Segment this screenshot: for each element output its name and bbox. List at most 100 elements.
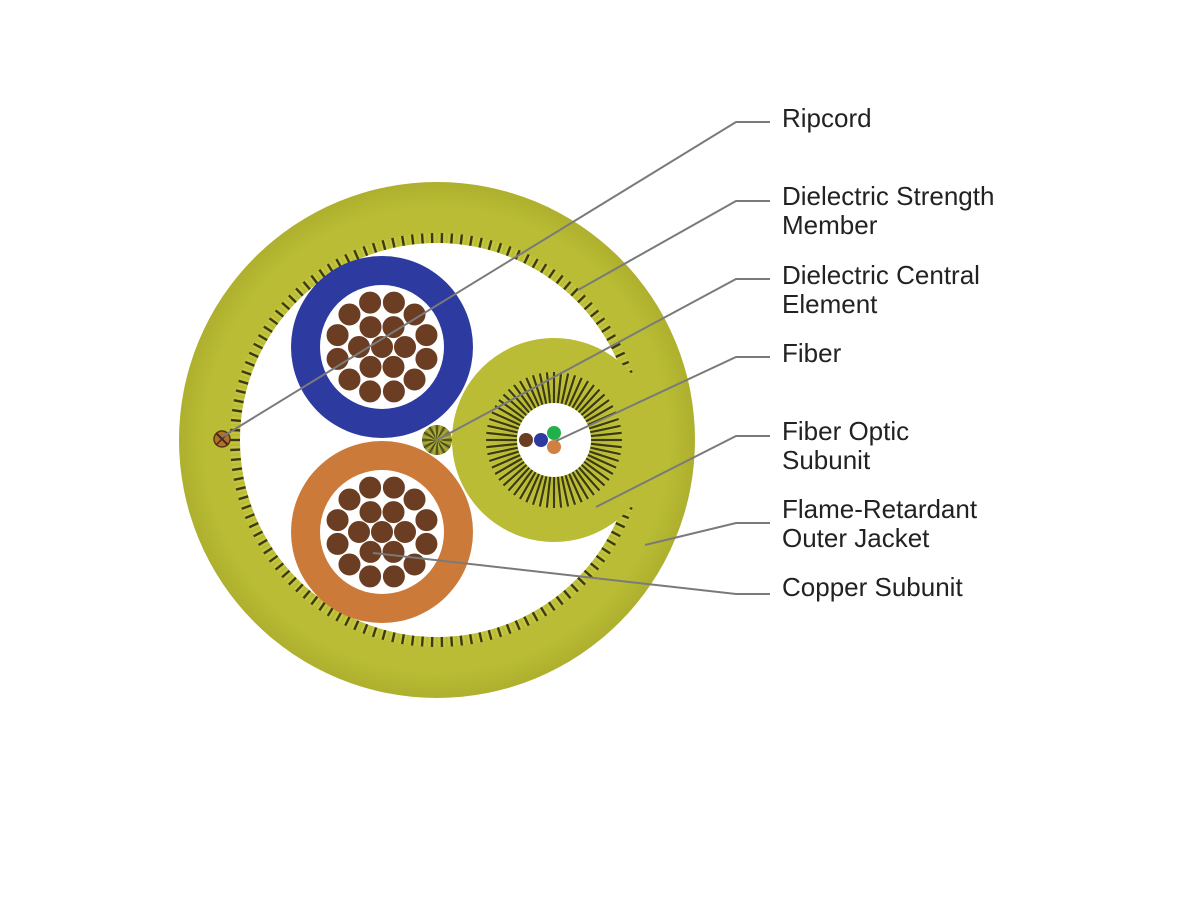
yarn-strand	[588, 450, 620, 463]
yarn-strand	[381, 629, 387, 641]
copper-strand	[370, 520, 394, 544]
yarn-strand	[239, 374, 251, 381]
yarn-strand	[613, 526, 624, 533]
yarn-strand	[255, 534, 266, 542]
yarn-strand	[233, 399, 244, 404]
yarn-strand	[486, 431, 518, 438]
yarn-strand	[556, 372, 563, 404]
yarn-strand	[362, 246, 369, 257]
yarn-strand	[514, 620, 521, 631]
yarn-strand	[598, 321, 609, 330]
copper-strand	[402, 302, 427, 327]
yarn-strand	[318, 601, 327, 612]
label-copper-subunit: Copper Subunit	[782, 573, 963, 602]
yarn-strand	[545, 476, 552, 508]
yarn-strand	[302, 281, 311, 291]
yarn-strand	[232, 471, 244, 477]
fiber-blue	[534, 433, 548, 447]
copper-strand	[414, 531, 439, 556]
yarn-strand	[573, 291, 583, 300]
yarn-strand	[586, 305, 596, 314]
yarn-strand	[464, 234, 469, 246]
copper-strands-orange	[325, 475, 439, 589]
yarn-strand	[513, 384, 534, 411]
yarn-strand	[274, 309, 285, 318]
yarn-strand	[353, 620, 360, 631]
yarn-strand	[391, 237, 396, 248]
yarn-strand	[260, 542, 271, 551]
yarn-strand	[494, 405, 523, 423]
yarn-strand	[268, 317, 279, 326]
label-strength-member: Dielectric Strength Member	[782, 182, 994, 240]
yarn-strand	[437, 428, 449, 440]
copper-strand	[414, 323, 439, 348]
copper-strand	[358, 379, 383, 404]
yarn-strand	[487, 629, 493, 641]
yarn-strand	[450, 233, 454, 244]
copper-strand	[402, 367, 427, 392]
yarn-strand	[238, 379, 249, 385]
yarn-strand	[246, 356, 257, 363]
yarn-strand	[588, 417, 620, 430]
yarn-strand	[510, 386, 532, 412]
yarn-strand	[415, 635, 420, 647]
yarn-strand	[496, 242, 503, 254]
yarn-strand	[268, 554, 279, 563]
yarn-strand	[425, 428, 437, 440]
yarn-strand	[590, 442, 622, 449]
yarn-strand	[496, 459, 524, 478]
label-fiber-optic-subunit: Fiber Optic Subunit	[782, 417, 909, 475]
yarn-strand	[348, 251, 356, 262]
yarn-strand	[234, 481, 245, 486]
yarn-strand	[563, 589, 572, 599]
yarn-strand	[570, 287, 579, 297]
yarn-strand	[478, 237, 483, 248]
yarn-strand	[428, 426, 437, 439]
copper-strand	[325, 508, 350, 533]
yarn-strand	[617, 517, 628, 524]
yarn-strand	[577, 466, 601, 492]
yarn-strand	[422, 439, 436, 445]
copper-strand	[381, 290, 406, 315]
label-ripcord: Ripcord	[782, 104, 872, 133]
yarn-strand	[362, 623, 369, 634]
leader-fiber-optic-subunit	[595, 435, 770, 508]
yarn-strand	[590, 440, 622, 445]
yarn-strand	[244, 360, 255, 367]
yarn-strand	[230, 457, 242, 462]
yarn-strand	[243, 508, 254, 515]
yarn-strand	[501, 244, 507, 255]
yarn-strand	[587, 454, 617, 469]
copper-strand	[358, 354, 383, 379]
yarn-strand	[516, 382, 535, 410]
yarn-strand	[571, 380, 589, 409]
yarn-strand	[376, 628, 382, 639]
yarn-strand	[231, 408, 243, 413]
yarn-strand	[566, 376, 580, 406]
copper-strand	[381, 539, 406, 564]
yarn-strand	[531, 611, 539, 622]
yarn-strand	[595, 554, 606, 563]
yarn-strand	[589, 448, 620, 459]
yarn-strand	[538, 373, 548, 405]
yarn-strand	[231, 462, 242, 467]
yarn-strand	[488, 448, 519, 459]
yarn-strand	[584, 459, 612, 478]
yarn-strand	[547, 601, 556, 612]
yarn-strand	[423, 431, 436, 440]
yarn-strand	[314, 598, 323, 609]
yarn-strand	[405, 234, 410, 246]
yarn-strand	[410, 635, 415, 646]
yarn-strand	[527, 256, 535, 267]
label-strength-member-line-2: Member	[782, 210, 878, 240]
yarn-strand	[420, 233, 424, 244]
yarn-strand	[295, 583, 304, 593]
copper-strand	[381, 354, 406, 379]
yarn-strand	[459, 635, 464, 646]
copper-strand	[337, 302, 362, 327]
yarn-strand	[505, 623, 512, 634]
yarn-strand	[357, 247, 364, 258]
yarn-strand	[492, 628, 498, 639]
yarn-strand	[423, 440, 436, 449]
yarn-strand	[487, 424, 519, 434]
